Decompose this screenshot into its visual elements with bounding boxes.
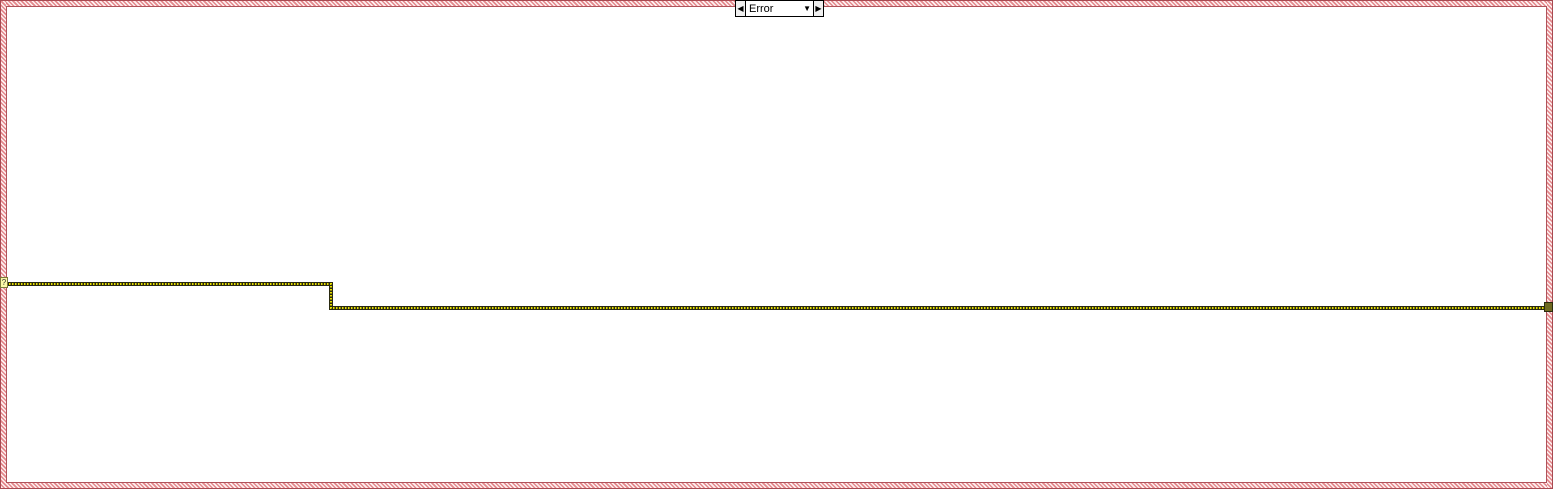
left-arrow-icon[interactable]: ◀ [736, 1, 746, 16]
input-tunnel[interactable]: ? [0, 277, 8, 288]
case-label: Error [749, 2, 774, 15]
case-diagram-area[interactable] [6, 6, 1547, 483]
frame-border-right [1547, 0, 1553, 489]
case-selector-value[interactable]: Error ▼ [746, 1, 813, 16]
wire-core [6, 283, 1545, 309]
frame-border-bottom [0, 483, 1553, 489]
right-arrow-icon[interactable]: ▶ [813, 1, 823, 16]
dropdown-arrow-icon[interactable]: ▼ [803, 4, 811, 13]
output-tunnel[interactable] [1544, 302, 1553, 312]
case-selector[interactable]: ◀ Error ▼ ▶ [735, 0, 824, 17]
wire-outline [6, 282, 1545, 310]
frame-border-left [0, 0, 6, 489]
